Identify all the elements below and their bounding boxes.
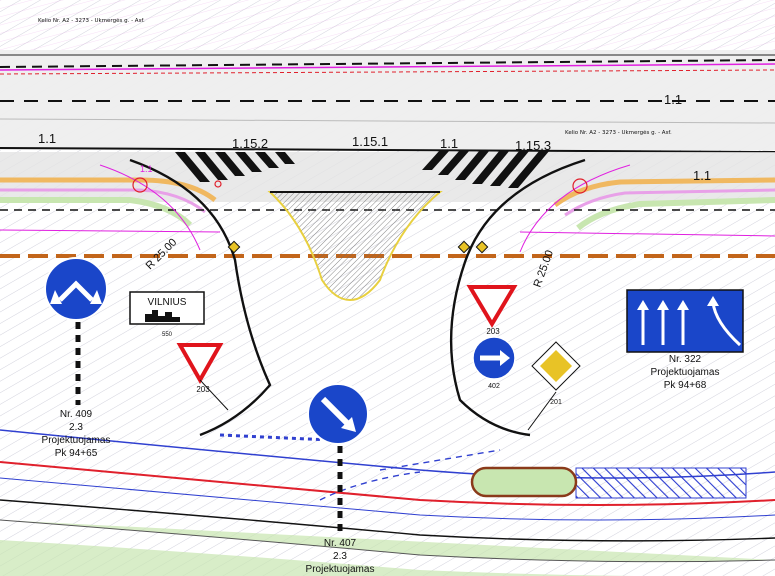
vilnius-city: VILNIUS xyxy=(148,297,187,308)
sign-407-status: Projektuojamas xyxy=(306,564,375,575)
right-curb xyxy=(449,158,586,437)
sign-322-title: Nr. 322 xyxy=(669,354,702,365)
marking-label: 1.1 xyxy=(140,164,153,174)
road-name-label-mid: Kelio Nr. A2 - 3273 - Ukmergės g. - Asf. xyxy=(565,130,672,136)
priority-road-sign[interactable]: 201 xyxy=(527,341,581,431)
red-survey-points xyxy=(132,177,588,194)
marking-label: 1.15.2 xyxy=(232,136,268,151)
yield-right-code: 203 xyxy=(486,327,500,336)
marking-label: 1.15.3 xyxy=(515,138,551,153)
sign-407[interactable]: Nr. 407 2.3 Projektuojamas xyxy=(306,383,375,575)
sign-322-status: Projektuojamas xyxy=(651,367,720,378)
lane-direction-icon xyxy=(626,289,744,353)
marking-label: 1.1 xyxy=(38,131,56,146)
sign-322-pk: Pk 94+68 xyxy=(664,380,707,391)
yield-sign-right[interactable]: 203 xyxy=(466,285,518,336)
top-hatch xyxy=(0,0,775,56)
priority-code: 201 xyxy=(550,399,562,406)
road-marking-labels: 1.1 1.15.2 1.15.1 1.1 1.15.3 1.1 1.1 1.1 xyxy=(38,92,711,183)
sign-409-status: Projektuojamas xyxy=(42,435,111,446)
lower-road xyxy=(0,429,775,576)
sign-407-code: 2.3 xyxy=(333,551,347,562)
vilnius-distance: 550 xyxy=(162,332,173,338)
yield-icon xyxy=(176,343,224,385)
left-curb xyxy=(129,158,272,437)
yield-sign-left[interactable]: 203 xyxy=(176,343,229,411)
sign-409-title: Nr. 409 xyxy=(60,409,93,420)
vilnius-sign[interactable]: VILNIUS 550 xyxy=(129,291,205,338)
traffic-island xyxy=(267,191,443,302)
keep-either-side-icon xyxy=(44,257,108,321)
main-road xyxy=(0,50,775,153)
yield-icon xyxy=(466,285,518,328)
road-name-label-top: Kelio Nr. A2 - 3273 - Ukmergės g. - Asf. xyxy=(38,18,145,24)
chevron-markings xyxy=(175,150,550,188)
marking-label: 1.15.1 xyxy=(352,134,388,149)
mandatory-right-sign[interactable]: 402 xyxy=(472,336,516,390)
sign-407-title: Nr. 407 xyxy=(324,538,357,549)
marking-label: 1.1 xyxy=(693,168,711,183)
sign-409-pk: Pk 94+65 xyxy=(55,448,98,459)
sign-322[interactable]: Nr. 322 Projektuojamas Pk 94+68 xyxy=(626,289,744,391)
yield-left-code: 203 xyxy=(196,385,210,394)
mandatory-code: 402 xyxy=(488,383,500,390)
marking-label: 1.1 xyxy=(440,136,458,151)
survey-markers xyxy=(227,240,489,254)
marking-label: 1.1 xyxy=(664,92,682,107)
sign-409[interactable]: Nr. 409 2.3 Projektuojamas Pk 94+65 xyxy=(42,257,111,459)
sign-409-code: 2.3 xyxy=(69,422,83,433)
